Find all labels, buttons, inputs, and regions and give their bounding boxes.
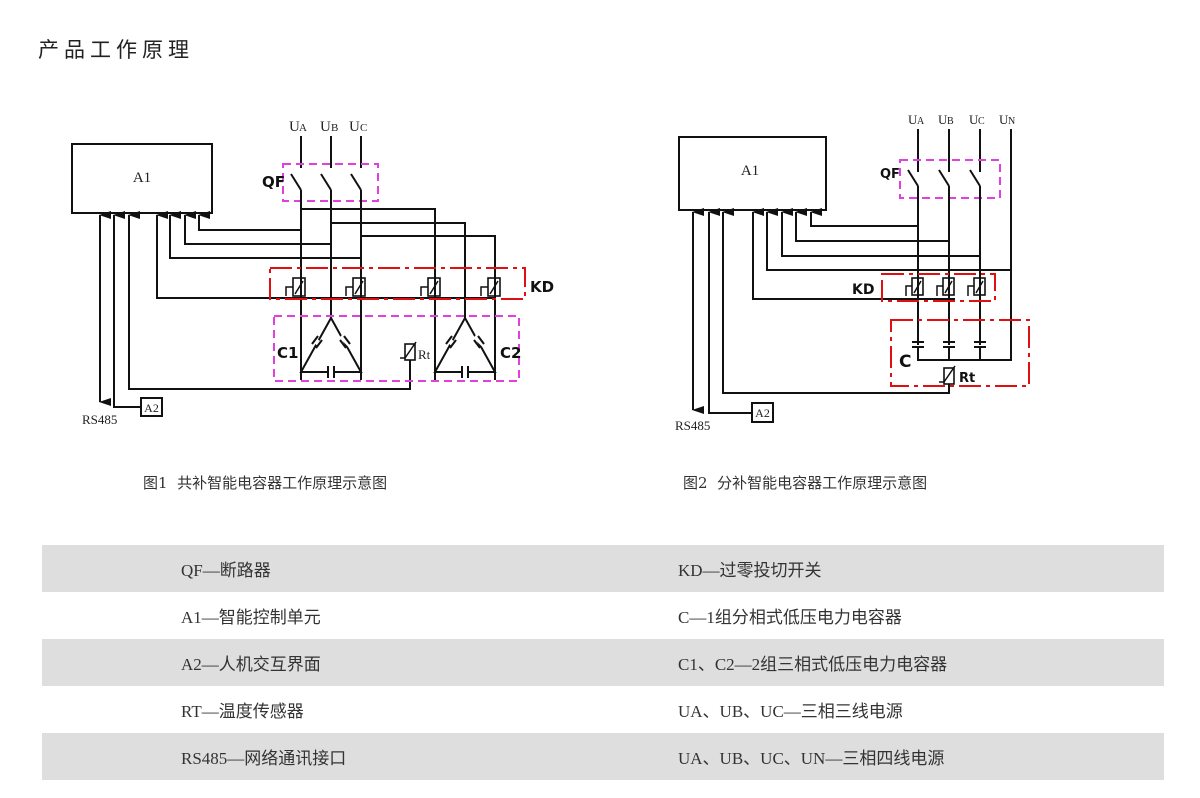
svg-text:C: C xyxy=(360,122,367,134)
legend-cell-right: UA、UB、UC—三相三线电源 xyxy=(678,686,1164,733)
schematic-canvas: A1 U A U B U C QF xyxy=(71,112,1030,433)
svg-text:A: A xyxy=(917,116,925,127)
legend-row: A1—智能控制单元 C—1组分相式低压电力电容器 xyxy=(42,592,1164,639)
svg-text:U: U xyxy=(908,112,918,127)
phase-label-uc: U C xyxy=(349,119,367,135)
svg-text:A: A xyxy=(299,122,307,134)
sensor-rt-label: Rt xyxy=(959,371,975,386)
capacitor-c-label: C xyxy=(899,352,911,372)
legend-row: QF—断路器 KD—过零投切开关 xyxy=(42,545,1164,592)
capacitor-c2-label: C2 xyxy=(500,344,521,362)
capacitor-box xyxy=(273,315,520,382)
controller-a1-label: A1 xyxy=(741,163,759,179)
sensor-rt-label: Rt xyxy=(418,347,431,362)
zero-cross-switches xyxy=(905,277,986,296)
svg-text:N: N xyxy=(1008,116,1015,127)
capacitor-group-c xyxy=(912,341,986,360)
legend-row: RT—温度传感器 UA、UB、UC—三相三线电源 xyxy=(42,686,1164,733)
page-title: 产品工作原理 xyxy=(38,38,194,62)
capacitor-group-c1 xyxy=(299,310,363,380)
svg-text:C: C xyxy=(978,116,985,127)
switch-kd-box xyxy=(269,267,526,300)
switch-kd-label: KD xyxy=(530,278,554,296)
legend-cell-left: A1—智能控制单元 xyxy=(42,592,678,639)
svg-text:U: U xyxy=(999,112,1009,127)
legend-table: QF—断路器 KD—过零投切开关 A1—智能控制单元 C—1组分相式低压电力电容… xyxy=(42,545,1164,780)
a1-input-arrows xyxy=(99,211,210,226)
capacitor-box xyxy=(890,319,1030,387)
switch-kd-box xyxy=(881,273,996,302)
breaker-qf-switches xyxy=(907,129,981,187)
svg-text:U: U xyxy=(320,119,331,135)
svg-text:U: U xyxy=(969,112,979,127)
rs485-label: RS485 xyxy=(82,412,117,427)
phase-label-ua: U A xyxy=(908,112,925,127)
legend-cell-right: UA、UB、UC、UN—三相四线电源 xyxy=(678,733,1164,780)
svg-text:U: U xyxy=(289,119,300,135)
svg-text:B: B xyxy=(947,116,954,127)
figure2-caption: 图2 分补智能电容器工作原理示意图 xyxy=(683,474,928,492)
svg-text:U: U xyxy=(349,119,360,135)
breaker-qf-label: QF xyxy=(262,173,285,191)
hmi-a2-box xyxy=(140,397,163,417)
svg-text:U: U xyxy=(938,112,948,127)
phase-label-ub: U B xyxy=(320,119,338,135)
hmi-a2-label: A2 xyxy=(755,406,770,420)
controller-a1-label: A1 xyxy=(133,170,151,186)
hmi-a2-box xyxy=(751,402,774,423)
capacitor-group-c2 xyxy=(433,310,497,378)
phase-label-ua: U A xyxy=(289,119,307,135)
figure1-caption: 图1 共补智能电容器工作原理示意图 xyxy=(143,474,388,492)
temperature-sensor-rt xyxy=(400,341,417,361)
legend-cell-left: RS485—网络通讯接口 xyxy=(42,733,678,780)
legend-row: RS485—网络通讯接口 UA、UB、UC、UN—三相四线电源 xyxy=(42,733,1164,780)
phase-label-uc: U C xyxy=(969,112,985,127)
legend-cell-right: C—1组分相式低压电力电容器 xyxy=(678,592,1164,639)
hmi-a2-label: A2 xyxy=(144,401,159,415)
phase-label-un: U N xyxy=(999,112,1015,127)
legend-cell-left: RT—温度传感器 xyxy=(42,686,678,733)
svg-text:B: B xyxy=(331,122,338,134)
a1-input-arrows xyxy=(692,208,822,224)
legend-row: A2—人机交互界面 C1、C2—2组三相式低压电力电容器 xyxy=(42,639,1164,686)
rs485-label: RS485 xyxy=(675,418,710,433)
phase-label-ub: U B xyxy=(938,112,954,127)
switch-kd-label: KD xyxy=(852,282,874,298)
temperature-sensor-rt xyxy=(939,365,956,385)
legend-cell-right: KD—过零投切开关 xyxy=(678,545,1164,592)
capacitor-c1-label: C1 xyxy=(277,344,298,362)
legend-cell-right: C1、C2—2组三相式低压电力电容器 xyxy=(678,639,1164,686)
breaker-qf-switches xyxy=(290,136,362,191)
legend-cell-left: QF—断路器 xyxy=(42,545,678,592)
controller-a1-box xyxy=(71,143,213,214)
figure2-schematic: A1 U A U B U C U N QF xyxy=(675,112,1030,433)
breaker-qf-label: QF xyxy=(880,167,900,182)
legend-cell-left: A2—人机交互界面 xyxy=(42,639,678,686)
zero-cross-switches xyxy=(285,277,501,297)
figure1-schematic: A1 U A U B U C QF xyxy=(71,119,554,427)
